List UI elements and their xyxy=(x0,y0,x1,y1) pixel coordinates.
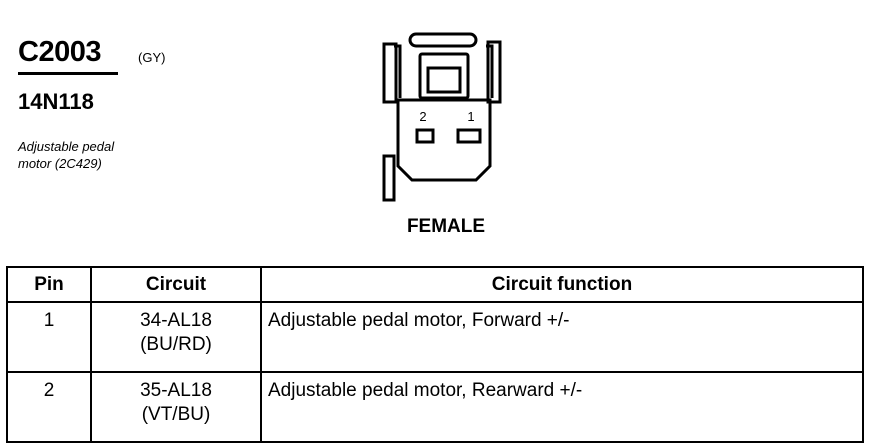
column-header-circuit: Circuit xyxy=(90,266,262,303)
connector-lock-window xyxy=(418,52,470,100)
table-row: 1 34-AL18 (BU/RD) Adjustable pedal motor… xyxy=(6,301,864,373)
circuit-cell: 35-AL18 (VT/BU) xyxy=(90,371,262,443)
connector-latch xyxy=(408,32,478,48)
connector-body xyxy=(396,98,492,182)
pin-cavity-2 xyxy=(415,128,435,144)
circuit-number: 34-AL18 xyxy=(140,310,212,331)
pin-label-2: 2 xyxy=(419,109,426,124)
pin-cell: 2 xyxy=(6,371,92,443)
description-line: motor (2C429) xyxy=(18,156,102,171)
connector-description: Adjustable pedal motor (2C429) xyxy=(18,138,188,172)
pin-label-1: 1 xyxy=(467,109,474,124)
pinout-table: Pin Circuit Circuit function 1 34-AL18 (… xyxy=(6,266,864,443)
column-header-pin: Pin xyxy=(6,266,92,303)
wire-color: (BU/RD) xyxy=(140,334,212,355)
function-cell: Adjustable pedal motor, Rearward +/- xyxy=(260,371,864,443)
pin-cavity-1 xyxy=(456,128,482,144)
connector-right-tab xyxy=(486,40,502,104)
circuit-cell: 34-AL18 (BU/RD) xyxy=(90,301,262,373)
pin-cell: 1 xyxy=(6,301,92,373)
connector-id: C2003 xyxy=(18,36,101,68)
column-header-function: Circuit function xyxy=(260,266,864,303)
connector-id-underline xyxy=(18,72,118,75)
circuit-number: 35-AL18 xyxy=(140,380,212,401)
connector-left-tab xyxy=(382,42,398,104)
connector-left-lower-tab xyxy=(382,154,396,202)
part-number: 14N118 xyxy=(18,89,94,114)
connector-face-diagram: 2 1 xyxy=(382,32,502,202)
function-cell: Adjustable pedal motor, Forward +/- xyxy=(260,301,864,373)
wire-color: (VT/BU) xyxy=(141,404,211,425)
description-line: Adjustable pedal xyxy=(18,139,115,154)
table-header-row: Pin Circuit Circuit function xyxy=(6,266,864,303)
table-row: 2 35-AL18 (VT/BU) Adjustable pedal motor… xyxy=(6,371,864,443)
connector-view-label: FEMALE xyxy=(406,216,486,237)
connector-color-code: (GY) xyxy=(138,50,166,65)
